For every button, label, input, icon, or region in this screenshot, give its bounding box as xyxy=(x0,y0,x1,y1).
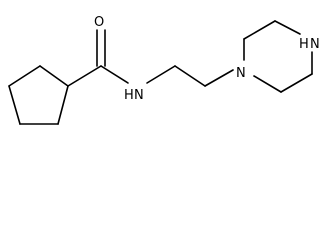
ring-bond xyxy=(57,85,69,125)
amide-hydrogen-label: H xyxy=(124,88,134,103)
chemical-structure-diagram: O H N N H N xyxy=(8,15,320,125)
carbonyl-double-bond xyxy=(96,29,106,67)
ring-bond xyxy=(274,20,301,35)
carbonyl-oxygen-label: O xyxy=(94,15,104,30)
ring-bond xyxy=(8,65,41,87)
piperazine-n1-label: N xyxy=(310,37,320,52)
ethyl-bond xyxy=(174,65,206,87)
amide-nitrogen-label: N xyxy=(134,88,144,103)
ethyl-to-piperazine-bond xyxy=(204,69,234,87)
ring-bond xyxy=(280,73,313,93)
ring-bond xyxy=(8,85,21,125)
ring-bond xyxy=(39,65,69,87)
cyclopentane-ring xyxy=(8,65,69,125)
ring-bond xyxy=(243,20,276,40)
ring-bond xyxy=(253,75,282,93)
piperazine-ring xyxy=(243,20,313,93)
carbonyl-to-nitrogen-bond xyxy=(100,65,129,84)
ring-to-carbonyl-bond xyxy=(67,65,102,87)
piperazine-n1-hydrogen-label: H xyxy=(299,37,309,52)
nitrogen-to-ethyl-bond xyxy=(146,65,176,84)
piperazine-n4-label: N xyxy=(236,66,246,81)
